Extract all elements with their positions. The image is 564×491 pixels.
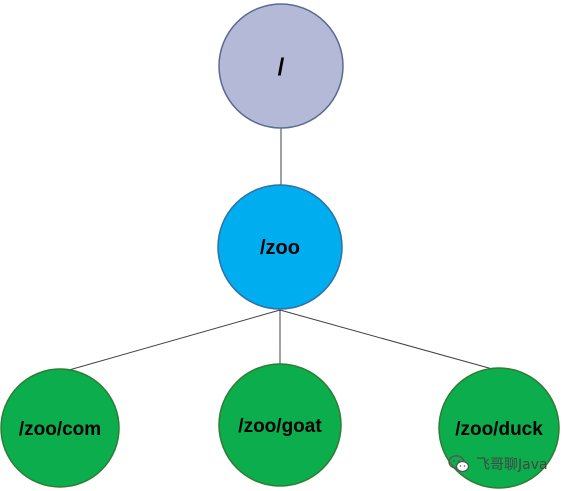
node-zoo-duck-label: /zoo/duck [455, 419, 543, 440]
edge-zoo-zoo-com [61, 309, 281, 373]
node-zoo-goat-label: /zoo/goat [238, 416, 322, 437]
watermark-text: 飞哥聊Java [476, 457, 548, 473]
wechat-icon [448, 454, 470, 474]
watermark: 飞哥聊Java [448, 452, 548, 476]
node-zoo-goat: /zoo/goat [218, 363, 342, 487]
node-zoo-com-circle [0, 368, 120, 488]
node-zoo-duck-circle [438, 367, 560, 489]
node-zoo-goat-circle [218, 363, 342, 487]
node-zoo-circle [217, 184, 343, 310]
node-zoo: /zoo [217, 184, 343, 310]
node-root: / [218, 3, 344, 129]
node-zoo-com: /zoo/com [0, 368, 120, 488]
node-zoo-label: /zoo [260, 237, 300, 259]
node-zoo-com-label: /zoo/com [19, 419, 101, 440]
edge-zoo-zoo-duck [279, 309, 497, 371]
node-root-label: / [278, 54, 285, 81]
node-root-circle [218, 3, 344, 129]
node-zoo-duck: /zoo/duck [438, 367, 560, 489]
